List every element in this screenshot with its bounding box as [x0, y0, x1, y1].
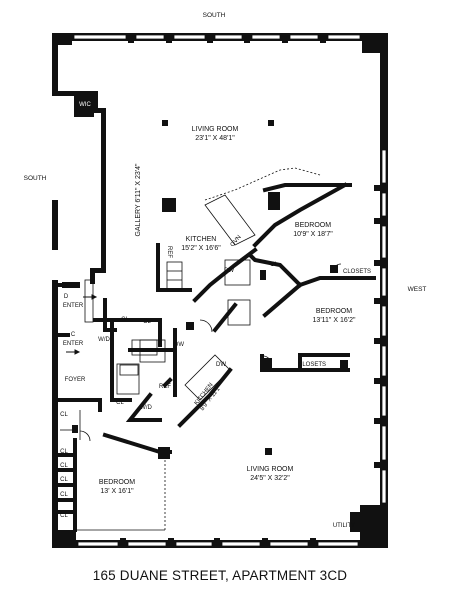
- room-gallery-label: GALLERY 6'11" X 23'4": [135, 163, 142, 237]
- label-ref-2: REF: [159, 384, 171, 390]
- label-ref-1: REF: [166, 246, 172, 258]
- room-bedroom-sw-name: BEDROOM: [99, 479, 135, 486]
- label-closets-2: CLOSETS: [298, 362, 326, 368]
- label-foyer: FOYER: [65, 377, 86, 383]
- label-c-enter: ENTER: [63, 341, 84, 347]
- label-dw-2: DW: [174, 342, 184, 348]
- label-utility: UTILITY: [333, 523, 355, 529]
- label-ovn: OVN: [230, 234, 243, 248]
- columns: [162, 120, 360, 532]
- room-bedroom-ne-dims: 10'9" X 18'7": [293, 231, 333, 238]
- room-bedroom-e-name: BEDROOM: [316, 308, 352, 315]
- label-wd-2: W/D: [140, 405, 152, 411]
- exterior-walls: [52, 33, 388, 548]
- label-cl-a: CL: [270, 262, 278, 268]
- labels: SOUTH SOUTH WEST LIVING ROOM 23'1" X 48'…: [24, 12, 427, 529]
- entrance-arrows: [66, 294, 98, 355]
- label-wd-1: W/D: [98, 337, 110, 343]
- compass-south-top: SOUTH: [203, 12, 226, 19]
- room-living-south-name: LIVING ROOM: [247, 466, 294, 473]
- label-dw-3: DW: [216, 362, 226, 368]
- label-d-enter: ENTER: [63, 303, 84, 309]
- label-cl-d: CL: [116, 400, 124, 406]
- label-cl-b: CL: [121, 317, 129, 323]
- windows: [73, 34, 387, 547]
- label-cl-h: CL: [60, 477, 68, 483]
- label-cl-c: CL: [143, 319, 151, 325]
- room-kitchen-1-name: KITCHEN: [186, 236, 217, 243]
- misc-fills: [52, 200, 80, 433]
- label-c-letter: C: [71, 332, 76, 338]
- thin-details: [60, 167, 342, 532]
- room-bedroom-ne-name: BEDROOM: [295, 222, 331, 229]
- room-living-south-dims: 24'5" X 32'2": [250, 475, 290, 482]
- address-caption: 165 DUANE STREET, APARTMENT 3CD: [93, 568, 348, 583]
- room-living-north-name: LIVING ROOM: [192, 126, 239, 133]
- label-cl-f: CL: [60, 449, 68, 455]
- compass-south-left: SOUTH: [24, 175, 47, 182]
- room-bedroom-sw-dims: 13' X 16'1": [100, 488, 134, 495]
- compass-west: WEST: [408, 286, 427, 293]
- label-d-letter: D: [64, 294, 69, 300]
- label-closets-1: CLOSETS: [343, 269, 371, 275]
- room-kitchen-1-dims: 15'2" X 16'6": [181, 245, 221, 252]
- label-cl-g: CL: [60, 463, 68, 469]
- room-living-north-dims: 23'1" X 48'1": [195, 135, 235, 142]
- label-wic: WIC: [79, 102, 91, 108]
- label-cl-i: CL: [60, 492, 68, 498]
- label-cl-e: CL: [60, 412, 68, 418]
- label-dw-1: DW: [224, 268, 234, 274]
- room-bedroom-e-dims: 13'11" X 16'2": [313, 317, 356, 324]
- label-cl-j: CL: [60, 513, 68, 519]
